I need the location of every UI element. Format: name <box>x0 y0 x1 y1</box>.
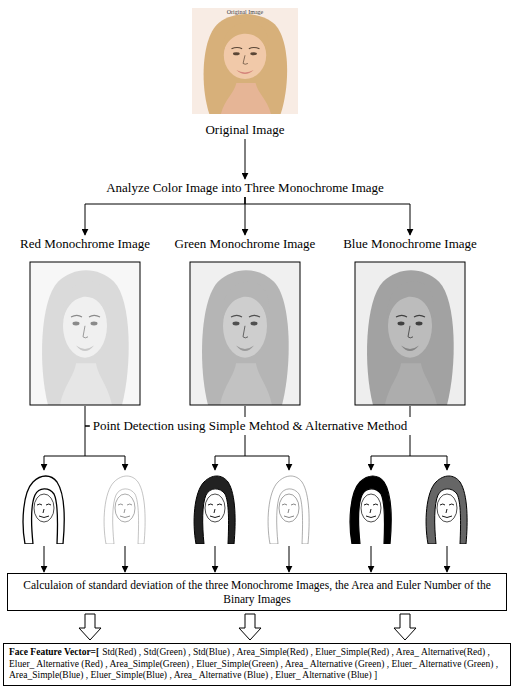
binary-image <box>344 472 398 544</box>
connector-segment <box>245 139 246 179</box>
flow-arrow <box>245 406 246 417</box>
process-text: Point Detection using Simple Mehtod & Al… <box>93 418 408 434</box>
image-caption: Original Image <box>168 8 322 138</box>
red-channel-photo <box>30 262 140 405</box>
connector-segment <box>410 456 447 470</box>
channel-image: Red Monochrome Image <box>8 236 162 405</box>
connector-segment <box>215 546 216 572</box>
hollow-arrow <box>239 614 261 640</box>
feature-vector-box: Face Feature Vector=[Std(Red) , Std(Gree… <box>3 643 511 686</box>
connector-segment <box>289 546 290 572</box>
binary-image <box>17 472 71 544</box>
process-text: Analyze Color Image into Three Monochrom… <box>106 180 384 196</box>
channel-title: Blue Monochrome Image <box>333 236 487 252</box>
flow-arrow <box>44 426 447 572</box>
flow-arrow <box>85 197 245 235</box>
connector-segment <box>371 546 372 572</box>
flow-arrow <box>245 197 410 235</box>
hollow-arrow <box>79 614 101 640</box>
channel-image: Green Monochrome Image <box>168 236 322 405</box>
process-text: Point Detection using Simple Mehtod & Al… <box>93 418 408 434</box>
channel-title: Green Monochrome Image <box>168 236 322 252</box>
connector-segment <box>85 456 125 470</box>
process-box: Calculaion of standard deviation of the … <box>7 573 507 611</box>
flow-arrow <box>245 139 246 179</box>
green-channel-photo <box>190 262 300 405</box>
binary-image <box>262 472 316 544</box>
connector-segment <box>215 435 245 470</box>
photo-frame <box>190 262 300 405</box>
image-label: Original Image <box>227 9 264 16</box>
binary-image <box>98 472 152 544</box>
photo-frame <box>355 262 465 405</box>
connector-segment <box>410 406 411 417</box>
flow-arrow <box>79 614 416 640</box>
connector-segment <box>245 406 246 417</box>
flow-arrow <box>85 406 90 426</box>
connector-segment <box>85 197 245 235</box>
connector-segment <box>245 197 410 235</box>
connector-segment <box>44 546 45 572</box>
flow-arrow <box>410 406 411 417</box>
channel-title: Red Monochrome Image <box>8 236 162 252</box>
connector-segment <box>371 435 410 470</box>
photo-frame <box>30 262 140 405</box>
vector-text: Face Feature Vector=[ <box>9 647 99 657</box>
original-photo <box>192 8 298 114</box>
connector-segment <box>447 546 448 572</box>
blue-channel-photo <box>355 262 465 405</box>
binary-image <box>188 472 242 544</box>
connector-segment <box>125 546 126 572</box>
box-text: Calculaion of standard deviation of the … <box>8 574 506 610</box>
channel-image: Blue Monochrome Image <box>333 236 487 405</box>
connector-segment <box>44 426 90 470</box>
binary-image <box>420 472 474 544</box>
caption: Original Image <box>168 122 322 138</box>
hollow-arrow <box>394 614 416 640</box>
connector-segment <box>245 456 289 470</box>
connector-segment <box>85 406 90 426</box>
process-text: Analyze Color Image into Three Monochrom… <box>106 180 384 196</box>
